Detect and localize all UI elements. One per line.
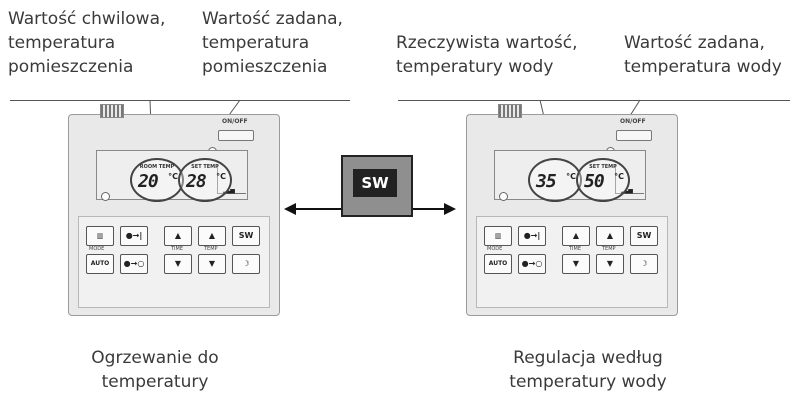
sleep-button[interactable]: ☽ (630, 254, 658, 274)
temp-down-button[interactable]: ▼ (596, 254, 624, 274)
time-up-button[interactable]: ▲ (562, 226, 590, 246)
timer-on-button[interactable]: ●→| (518, 226, 546, 246)
label-left-set-room-temp: Wartość zadana, temperatura pomieszczeni… (202, 9, 343, 77)
arrow-left-icon (284, 203, 296, 215)
temp-label: TEMP (204, 246, 218, 252)
onoff-label: ON/OFF (620, 118, 646, 125)
display-set-temp: SET TEMP 50 °C (576, 158, 630, 202)
caption-left: Ogrzewanie do temperatury (91, 348, 219, 392)
sleep-button[interactable]: ☽ (232, 254, 260, 274)
controller-left: ON/OFF ▂▃▅ ROOM TEMP 20 °C SET TEMP 28 °… (68, 104, 280, 322)
onoff-button[interactable] (616, 130, 652, 141)
timer-on-button[interactable]: ●→| (120, 226, 148, 246)
underline-right (398, 100, 790, 101)
time-down-button[interactable]: ▼ (562, 254, 590, 274)
sw-button[interactable]: SW (630, 226, 658, 246)
signal-bars-icon: ▂▃▅ (223, 187, 235, 194)
onoff-label: ON/OFF (222, 118, 248, 125)
temp-up-button[interactable]: ▲ (596, 226, 624, 246)
sw-switch[interactable]: SW (341, 155, 413, 217)
indicator-led-left (499, 192, 508, 201)
label-right-actual-water-temp: Rzeczywista wartość, temperatury wody (396, 33, 578, 77)
mode-button[interactable]: ▥ (86, 226, 114, 246)
timer-off-button[interactable]: ●→○ (120, 254, 148, 274)
vent-grille (100, 104, 124, 118)
display-current-temp: 35 °C (528, 158, 582, 202)
temp-down-button[interactable]: ▼ (198, 254, 226, 274)
vent-grille (498, 104, 522, 118)
arrow-right-icon (444, 203, 456, 215)
indicator-led-left (101, 192, 110, 201)
auto-button[interactable]: AUTO (484, 254, 512, 274)
sw-button[interactable]: SW (232, 226, 260, 246)
display-set-temp: SET TEMP 28 °C (178, 158, 232, 202)
timer-off-button[interactable]: ●→○ (518, 254, 546, 274)
mode-label: MODE (89, 246, 105, 252)
mode-label: MODE (487, 246, 503, 252)
time-down-button[interactable]: ▼ (164, 254, 192, 274)
signal-bars-icon: ▂▃▅ (621, 187, 633, 194)
caption-right: Regulacja według temperatury wody (509, 348, 667, 392)
underline-left (10, 100, 350, 101)
label-left-current-room-temp: Wartość chwilowa, temperatura pomieszcze… (8, 9, 166, 77)
time-label: TIME (171, 246, 184, 252)
auto-button[interactable]: AUTO (86, 254, 114, 274)
sw-switch-label: SW (353, 169, 397, 197)
temp-up-button[interactable]: ▲ (198, 226, 226, 246)
onoff-button[interactable] (218, 130, 254, 141)
time-label: TIME (569, 246, 582, 252)
temp-label: TEMP (602, 246, 616, 252)
label-right-set-water-temp: Wartość zadana, temperatura wody (624, 33, 782, 77)
display-current-temp: ROOM TEMP 20 °C (130, 158, 184, 202)
controller-right: ON/OFF ▂▃▅ 35 °C SET TEMP 50 °C ▥ MODE A… (466, 104, 678, 322)
time-up-button[interactable]: ▲ (164, 226, 192, 246)
mode-button[interactable]: ▥ (484, 226, 512, 246)
